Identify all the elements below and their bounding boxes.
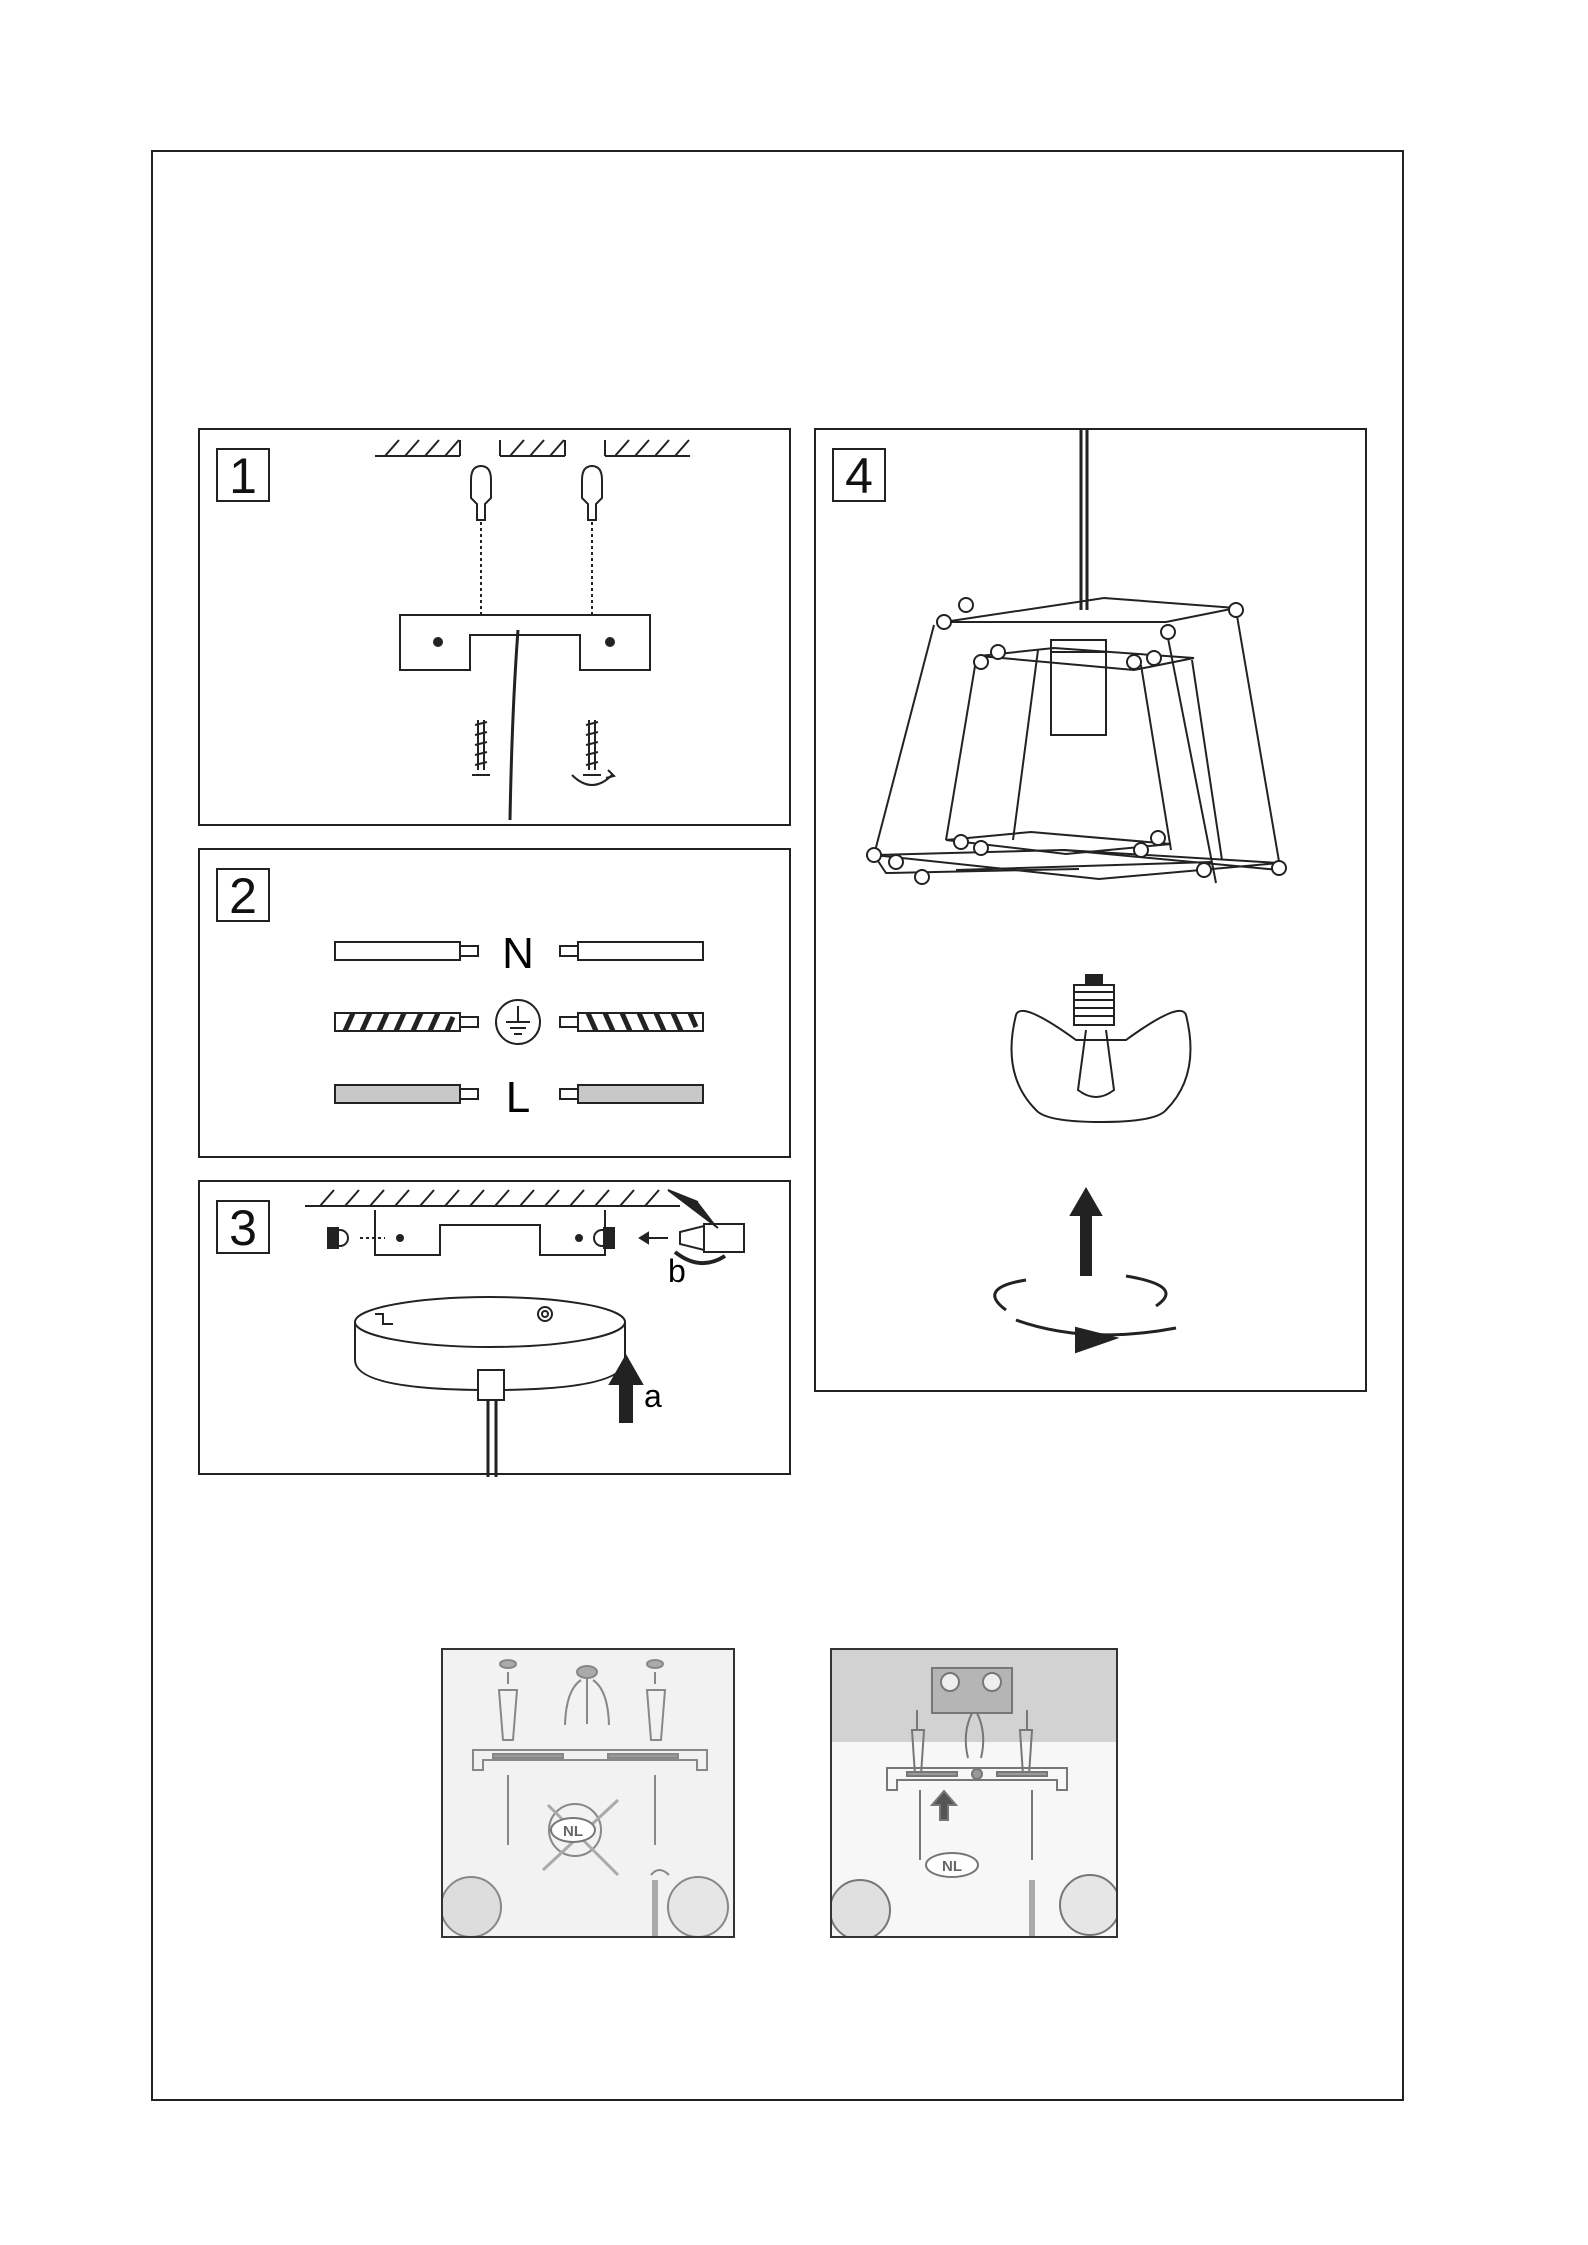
photo-wrong-mounting: NL	[441, 1648, 735, 1938]
photo-correct-mounting: NL	[830, 1648, 1118, 1938]
light-bulb-icon	[1012, 975, 1191, 1122]
neutral-label: N	[502, 929, 534, 978]
photo-left-badge: NL	[563, 1823, 583, 1840]
step-4-panel: 4	[814, 428, 1367, 1392]
canopy-fixing-illustration: a b	[200, 1182, 793, 1477]
step-3-panel: 3	[198, 1180, 791, 1475]
ceiling-bracket-mounting-illustration	[200, 430, 793, 828]
live-label: L	[506, 1073, 530, 1122]
wiring-connection-illustration: N L	[200, 850, 793, 1160]
wrong-mounting-illustration: NL	[443, 1650, 735, 1938]
arrow-b-label: b	[668, 1253, 686, 1289]
step-1-panel: 1	[198, 428, 791, 826]
step-2-panel: 2 N L	[198, 848, 791, 1158]
photo-right-badge: NL	[942, 1858, 962, 1875]
correct-mounting-illustration: NL	[832, 1650, 1118, 1938]
arrow-a-label: a	[644, 1378, 662, 1414]
lampshade-frame-and-bulb-illustration	[816, 430, 1369, 1394]
